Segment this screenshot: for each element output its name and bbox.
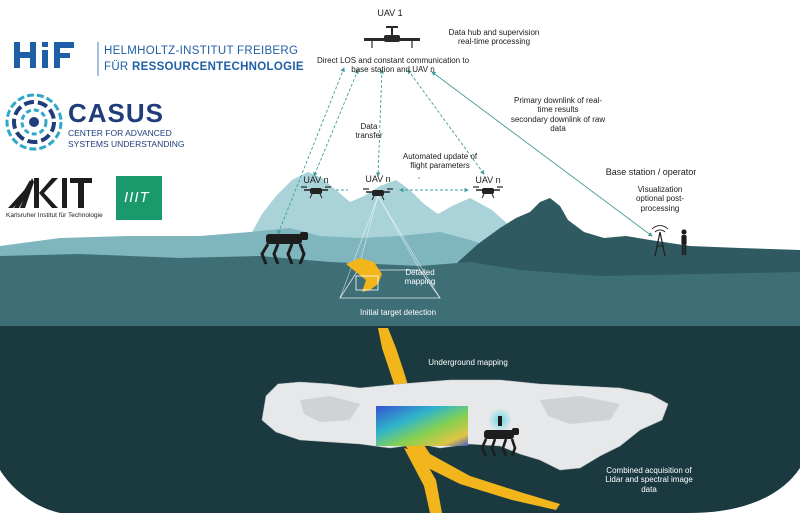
primary-downlink-line4: data: [550, 124, 566, 134]
primary-downlink-label: Primary downlink of real- time results s…: [502, 96, 614, 134]
primary-downlink-line2: time results: [537, 105, 579, 115]
direct-los-line2: base station and UAV n: [351, 65, 435, 75]
robot-dog-underground: [480, 408, 519, 457]
hif-logo-mark: [14, 42, 74, 68]
data-transfer-line1: Data: [360, 122, 378, 131]
hif-line2-bold: RESSOURCENTECHNOLOGIE: [132, 61, 304, 73]
visualization-line2: optional post-: [635, 194, 685, 204]
automated-update-label: Automated update of flight parameters: [392, 152, 488, 171]
data-transfer-line2: transfer: [355, 131, 383, 141]
uav-n-left-label: UAV n: [303, 175, 329, 185]
casus-line2: SYSTEMS UNDERSTANDING: [68, 139, 185, 149]
uav-n-left-drone: [301, 186, 331, 199]
uav-n-right-label: UAV n: [475, 175, 501, 185]
underground-mapping-label: Underground mapping: [428, 358, 508, 367]
detailed-mapping-line1: Detailed: [405, 268, 435, 277]
combined-acquisition-line3: data: [641, 484, 657, 494]
hif-name-line2: FÜR RESSOURCENTECHNOLOGIE: [104, 61, 304, 73]
detailed-mapping-line2: mapping: [404, 277, 436, 287]
ore-vein-branch: [404, 448, 442, 513]
primary-downlink-line3: secondary downlink of raw: [510, 114, 606, 124]
direct-los-line1: Direct LOS and constant communication to: [316, 56, 470, 65]
surface-target: [346, 258, 382, 292]
iit-mark-text: IIIT: [124, 189, 150, 206]
base-station-tower: [651, 225, 669, 257]
combined-acquisition-line1: Combined acquisition of: [606, 466, 692, 475]
kit-logo-mark: [8, 178, 92, 208]
primary-downlink-line1: Primary downlink of real-: [513, 96, 603, 105]
operator-figure: [681, 229, 687, 255]
uav-1-plane: [364, 26, 420, 48]
visualization-line3: processing: [640, 203, 680, 213]
visualization-label: Visualization optional post- processing: [622, 185, 698, 213]
uav-n-center-label: UAV n: [365, 174, 391, 184]
visualization-line1: Visualization: [637, 185, 683, 194]
uav-n-right-drone: [473, 186, 503, 199]
automated-update-line2: flight parameters: [410, 161, 470, 171]
robot-dog-surface: [260, 232, 308, 265]
iit-logo-mark: [116, 176, 162, 220]
spectral-image-overlay: [376, 406, 468, 446]
kit-subtitle: Karlsruher Institut für Technologie: [6, 212, 103, 219]
data-hub-line1: Data hub and supervision: [448, 28, 540, 37]
combined-acquisition-label: Combined acquisition of Lidar and spectr…: [594, 466, 704, 494]
data-hub-line2: real-time processing: [457, 37, 531, 47]
ground-surface: [0, 254, 800, 330]
uav-1-label: UAV 1: [377, 8, 403, 18]
direct-los-label: Direct LOS and constant communication to…: [305, 56, 481, 75]
base-station-label: Base station / operator: [605, 167, 697, 177]
uav-n-center-drone: [363, 188, 393, 201]
hif-name-line1: HELMHOLTZ-INSTITUT FREIBERG: [104, 45, 299, 57]
data-transfer-label: Data transfer: [346, 122, 392, 141]
hif-line2-prefix: FÜR: [104, 61, 133, 73]
initial-target-label: Initial target detection: [359, 308, 437, 317]
casus-logo-mark: [5, 93, 63, 151]
detailed-mapping-label: Detailed mapping: [398, 268, 442, 287]
data-hub-label: Data hub and supervision real-time proce…: [430, 28, 558, 47]
automated-update-line1: Automated update of: [402, 152, 478, 161]
casus-name: CASUS: [68, 98, 165, 128]
combined-acquisition-line2: Lidar and spectral image: [605, 475, 693, 485]
casus-line1: CENTER FOR ADVANCED: [68, 128, 172, 138]
